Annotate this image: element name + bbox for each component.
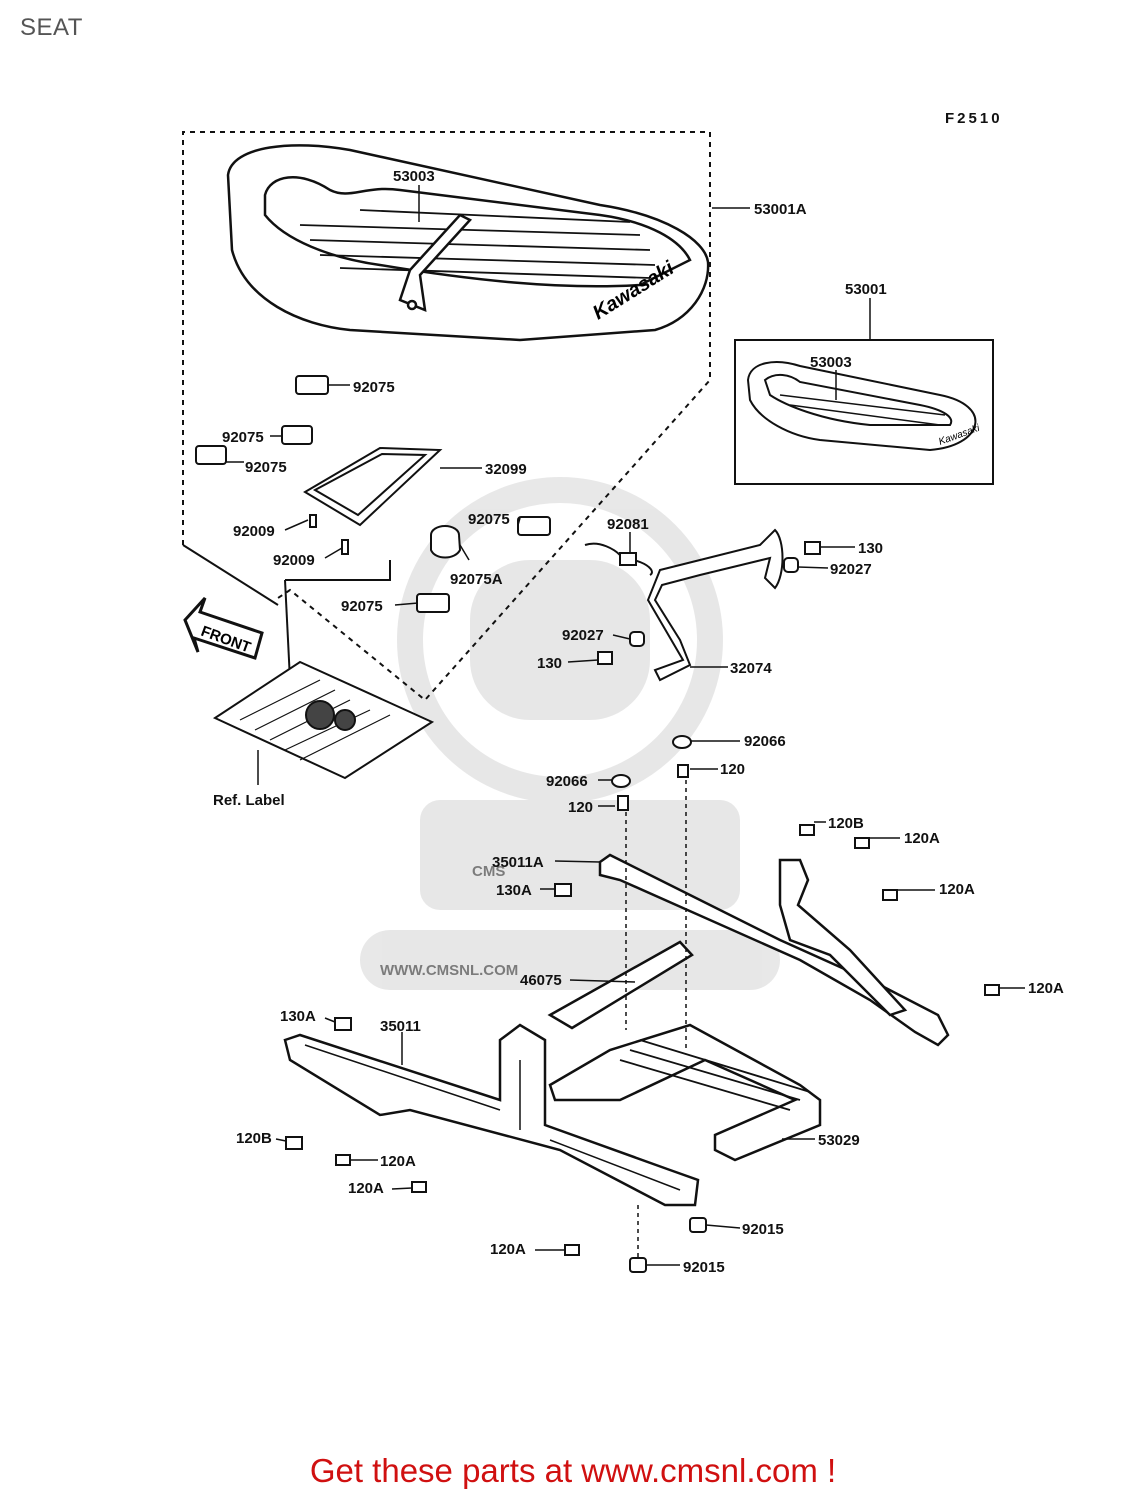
label-53029: 53029: [818, 1132, 860, 1149]
label-32099: 32099: [485, 461, 527, 478]
part-labels: 53003 53001A 53001 53003 92075 92075 920…: [213, 168, 1064, 1276]
label-92066-2: 92066: [546, 773, 588, 790]
inset-box: [734, 339, 994, 485]
page-title: SEAT: [20, 14, 83, 41]
label-120B-2: 120B: [236, 1130, 272, 1147]
ref-label-sheet: [212, 660, 435, 780]
label-120A-5: 120A: [348, 1180, 384, 1197]
label-53001A: 53001A: [754, 201, 807, 218]
label-53003-main: 53003: [393, 168, 435, 185]
front-arrow: [183, 596, 264, 660]
label-120A-2: 120A: [939, 881, 975, 898]
label-120-1: 120: [720, 761, 745, 778]
seat-inset: [746, 361, 977, 452]
label-92075-3: 92075: [245, 459, 287, 476]
label-92027-1: 92027: [830, 561, 872, 578]
label-92009-1: 92009: [233, 523, 275, 540]
watermark-brand: CMS: [472, 863, 505, 880]
label-120A-4: 120A: [380, 1153, 416, 1170]
label-120A-6: 120A: [490, 1241, 526, 1258]
label-32074: 32074: [730, 660, 772, 677]
label-120B-1: 120B: [828, 815, 864, 832]
label-53003-inset: 53003: [810, 354, 852, 371]
seat-frame: [283, 853, 950, 1207]
label-53001: 53001: [845, 281, 887, 298]
seat-group-outline: [182, 131, 711, 702]
label-92081: 92081: [607, 516, 649, 533]
frame-bolts: [285, 824, 1000, 1273]
small-parts: [195, 375, 821, 811]
figure-code: F2510: [945, 110, 1003, 127]
label-92009-2: 92009: [273, 552, 315, 569]
label-92075-1: 92075: [353, 379, 395, 396]
label-35011A: 35011A: [492, 854, 544, 871]
label-ref-label: Ref. Label: [213, 792, 285, 809]
label-120-2: 120: [568, 799, 593, 816]
leader-lines: [226, 185, 1025, 1266]
label-130A-1: 130A: [496, 882, 532, 899]
label-92075-4: 92075: [468, 511, 510, 528]
label-92015-2: 92015: [683, 1259, 725, 1276]
label-92075-2: 92075: [222, 429, 264, 446]
label-92075-5: 92075: [341, 598, 383, 615]
watermark-url: WWW.CMSNL.COM: [380, 962, 518, 979]
label-130A-2: 130A: [280, 1008, 316, 1025]
label-35011: 35011: [380, 1018, 421, 1035]
label-92075A: 92075A: [450, 571, 503, 588]
label-130-1: 130: [858, 540, 883, 557]
label-120A-1: 120A: [904, 830, 940, 847]
label-46075: 46075: [520, 972, 562, 989]
label-92015-1: 92015: [742, 1221, 784, 1238]
footer-link[interactable]: Get these parts at www.cmsnl.com !: [309, 1452, 837, 1489]
label-130-2: 130: [537, 655, 562, 672]
label-92027-2: 92027: [562, 627, 604, 644]
seat-main: [226, 144, 710, 342]
label-120A-3: 120A: [1028, 980, 1064, 997]
label-92066-1: 92066: [744, 733, 786, 750]
